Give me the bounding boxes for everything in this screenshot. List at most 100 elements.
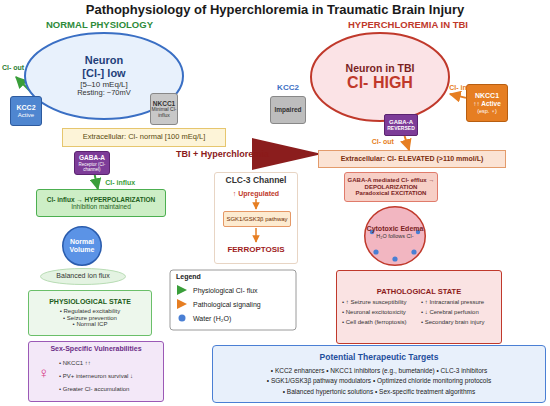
node-text: • ↑ Seizure susceptibility xyxy=(342,299,417,306)
legend-text: Water (H₂O) xyxy=(193,315,231,322)
outline-ellipse xyxy=(365,207,426,266)
flux-arrow xyxy=(450,94,466,98)
legend-swatch xyxy=(176,313,188,323)
node-text: [Cl-] low xyxy=(82,67,125,80)
node-heading: KCC2 xyxy=(271,83,305,92)
node-text: • Regulated excitability xyxy=(60,308,120,315)
node-text: Inhibition maintained xyxy=(71,203,131,210)
transporter-box: NKCC1Minimal Cl- influx xyxy=(150,93,178,125)
water-dot xyxy=(416,230,420,234)
neuron-cell: Neuron in TBICl- HIGH xyxy=(310,32,450,122)
node-heading: Neuron in TBI xyxy=(346,62,415,74)
outline-ellipse xyxy=(25,33,183,119)
pathway-arrow xyxy=(255,199,257,209)
node-text: (esp. ♀) xyxy=(477,108,497,114)
node-heading: CLC-3 Channel xyxy=(215,176,297,186)
node-heading: Neuron xyxy=(85,54,124,67)
channel-box: CLC-3 Channel↑ UpregulatedFERROPTOSISSGK… xyxy=(214,172,298,264)
node-heading: Cl- influx → HYPERPOLARIZATION xyxy=(47,196,156,203)
node-text: • PV+ interneuron survival ↓ xyxy=(59,373,133,380)
outline-ellipse xyxy=(41,269,126,285)
sex-box: Sex-Specific Vulnerabilities ♀ • NKCC1 ↑↑ •… xyxy=(28,341,164,402)
node-heading: KCC2 xyxy=(16,104,35,112)
node-text: H₂O follows Cl- xyxy=(376,233,413,239)
flux-arrow xyxy=(95,175,98,189)
legend-entry: Pathological signaling xyxy=(176,299,261,309)
node-heading: Sex-Specific Vulnerabilities xyxy=(29,345,163,353)
legend-heading: Legend xyxy=(176,273,201,280)
transporter-box: KCC2Impaired xyxy=(270,96,306,124)
targets-box: Potential Therapeutic Targets • KCC2 enha… xyxy=(212,345,546,403)
water-dot xyxy=(392,256,397,261)
node-text: • Cell death (ferroptosis) xyxy=(342,319,417,326)
node-text: Impaired xyxy=(274,106,301,113)
edge-label: Cl- in xyxy=(449,83,467,90)
pathway-arrow xyxy=(255,228,257,242)
section-heading: NORMAL PHYSIOLOGY xyxy=(46,19,153,30)
legend-swatch xyxy=(176,299,188,309)
legend-entry: Physiological Cl- flux xyxy=(176,285,258,295)
outline-ellipse xyxy=(63,227,102,266)
node-text: ↑ Upregulated xyxy=(215,190,297,198)
water-dot xyxy=(411,249,416,254)
swatch-shape xyxy=(179,315,186,322)
water-dot xyxy=(373,249,378,254)
receptor-box: GABA-AReceptor (Cl- channel) xyxy=(74,151,110,175)
flux-arrow xyxy=(405,136,410,150)
flux-label: Cl- out xyxy=(2,64,24,71)
section-heading: HYPERCHLOREMIA IN TBI xyxy=(348,19,468,30)
node-text: ♀ xyxy=(38,364,49,381)
swatch-shape xyxy=(177,299,187,309)
outline-ellipse xyxy=(311,33,449,121)
node-text: • Secondary brain injury xyxy=(421,319,496,326)
volume-circle: Normal Volume xyxy=(62,226,102,266)
node-heading: NKCC1 xyxy=(475,92,499,100)
node-text: REVERSED xyxy=(387,126,415,132)
effect-box: GABA-A mediated Cl- efflux → DEPOLARIZAT… xyxy=(344,172,438,202)
transporter-box: KCC2Active xyxy=(10,96,42,126)
node-text: Receptor (Cl- channel) xyxy=(75,162,109,172)
node-text: • Balanced hypertonic solutions • Sex-sp… xyxy=(283,388,475,395)
node-text: • Neuronal excitotoxicity xyxy=(342,309,417,316)
node-heading: PATHOLOGICAL STATE xyxy=(342,288,496,297)
node-text: • KCC2 enhancers • NKCC1 inhibitors (e.g… xyxy=(271,367,487,374)
extracellular-band: Extracellular: Cl- normal [100 mEq/L] xyxy=(62,128,226,147)
transition-label: TBI + Hyperchloremia xyxy=(176,149,269,159)
flux-ellipse: Balanced ion flux xyxy=(40,268,126,285)
edema-circle: Cytotoxic EdemaH₂O follows Cl- xyxy=(364,206,426,266)
node-heading: Extracellular: Cl- normal [100 mEq/L] xyxy=(83,133,206,142)
legend-swatch xyxy=(176,285,188,295)
node-text: • SGK1/GSK3β pathway modulators • Optimi… xyxy=(267,377,491,384)
node-heading: NKCC1 xyxy=(153,100,175,107)
node-heading: Balanced ion flux xyxy=(56,272,109,280)
transporter-box: NKCC1↑↑ Active(esp. ♀) xyxy=(466,84,508,122)
node-text: Cl- HIGH xyxy=(347,74,413,92)
node-heading: Normal Volume xyxy=(62,238,102,254)
legend-box xyxy=(170,270,296,330)
node-heading: Extracellular: Cl- ELEVATED (>110 mmol/L… xyxy=(341,155,484,163)
node-text: • ↓ Cerebral perfusion xyxy=(421,309,496,316)
state-box: PHYSIOLOGICAL STATE • Regulated excitabil… xyxy=(28,290,152,336)
water-dot xyxy=(370,230,374,234)
diagram-title: Pathophysiology of Hyperchloremia in Tra… xyxy=(0,2,550,17)
node-text: • Seizure prevention xyxy=(63,315,117,322)
edge-label: Cl- out xyxy=(372,138,394,145)
legend-text: Pathological signaling xyxy=(193,301,261,308)
node-text: [5–10 mEq/L] xyxy=(80,80,128,89)
node-heading: Potential Therapeutic Targets xyxy=(320,353,439,363)
pathway-box: SGK1/GSK3β pathway xyxy=(223,211,291,227)
legend-text: Physiological Cl- flux xyxy=(193,287,258,294)
node-heading: PHYSIOLOGICAL STATE xyxy=(49,298,131,306)
node-text: • NKCC1 ↑↑ xyxy=(59,360,91,367)
node-text: Active xyxy=(18,112,34,119)
state-box: PATHOLOGICAL STATE • ↑ Seizure susceptibi… xyxy=(336,270,502,344)
extracellular-band: Extracellular: Cl- ELEVATED (>110 mmol/L… xyxy=(318,150,506,168)
node-heading: GABA-A xyxy=(79,154,105,161)
node-heading: GABA-A xyxy=(389,119,413,126)
node-text: ↑↑ Active xyxy=(473,100,501,107)
edge-label: Cl- influx xyxy=(105,179,135,186)
node-text: • Greater Cl- accumulation xyxy=(59,386,129,393)
node-text: Minimal Cl- influx xyxy=(151,107,177,119)
